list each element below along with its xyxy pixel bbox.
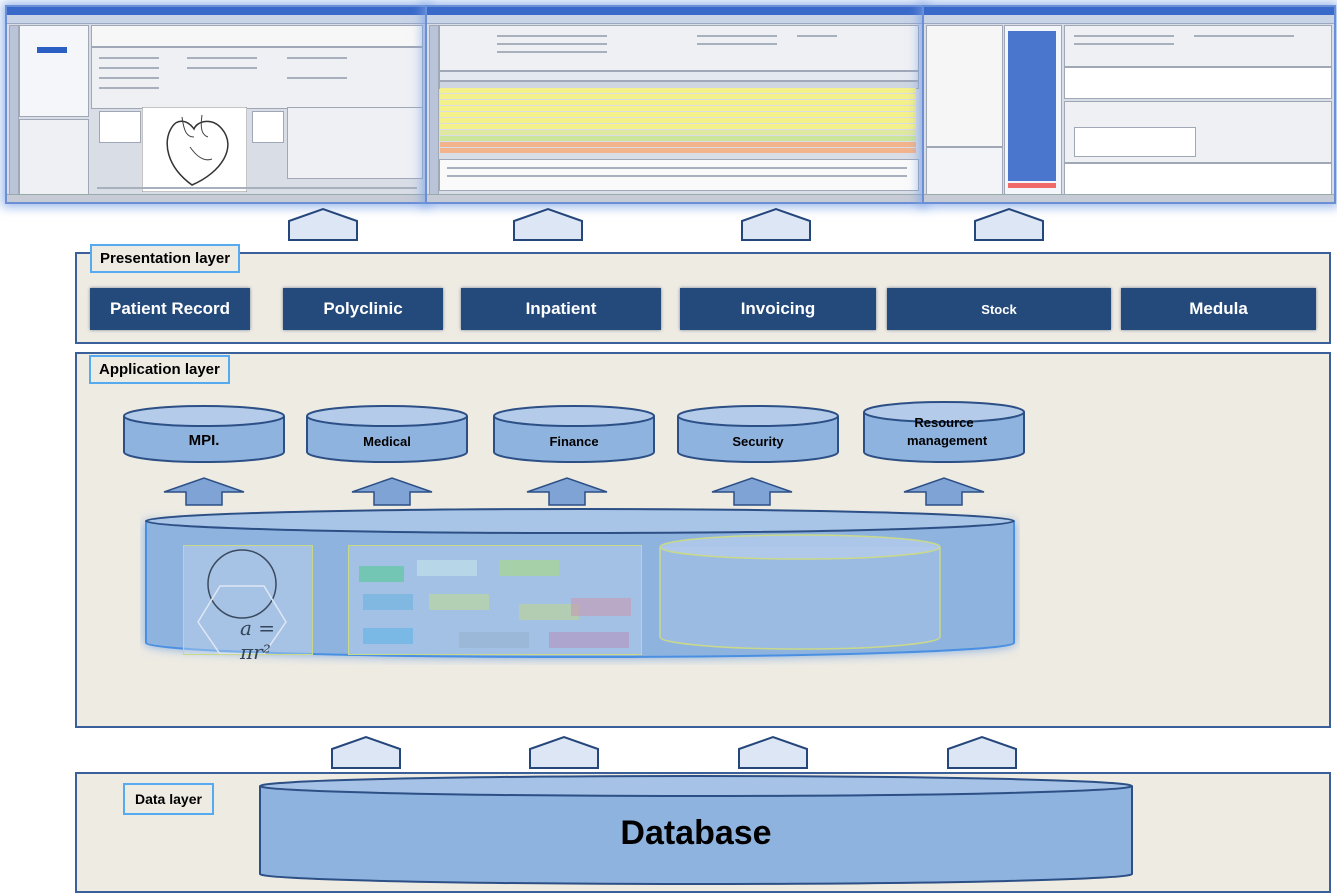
- service-cylinder-medical: Medical: [305, 404, 469, 464]
- screenshot-patient-record: [5, 5, 427, 204]
- inner-cylinder-icon: [659, 534, 941, 650]
- block-arrow-up-icon: [351, 477, 433, 506]
- screenshot-strip: [0, 0, 1337, 205]
- module-medula: Medula: [1121, 288, 1316, 330]
- arrow-up-icon: [331, 735, 401, 769]
- module-stock: Stock: [887, 288, 1111, 330]
- service-label-finance: Finance: [549, 434, 599, 449]
- arrow-up-icon: [974, 207, 1044, 241]
- service-cylinder-finance: Finance: [492, 404, 656, 464]
- heart-sketch-icon: [142, 107, 247, 192]
- block-arrow-up-icon: [526, 477, 608, 506]
- arrow-up-icon: [947, 735, 1017, 769]
- service-label-medical: Medical: [363, 434, 411, 449]
- block-arrow-up-icon: [711, 477, 793, 506]
- module-patient-record: Patient Record: [90, 288, 250, 330]
- module-inpatient: Inpatient: [461, 288, 661, 330]
- arrow-up-icon: [529, 735, 599, 769]
- arrow-up-icon: [288, 207, 358, 241]
- application-core-cylinder: a = πr²: [140, 505, 1020, 665]
- block-arrow-up-icon: [903, 477, 985, 506]
- service-cylinder-mpi: MPI.: [122, 404, 286, 464]
- presentation-layer-label: Presentation layer: [90, 244, 241, 273]
- service-cylinder-resource-management: Resource management: [862, 400, 1026, 464]
- module-polyclinic: Polyclinic: [283, 288, 443, 330]
- application-layer-label: Application layer: [89, 355, 230, 384]
- service-label-mpi: MPI.: [188, 432, 220, 449]
- formula-panel: a = πr²: [183, 545, 313, 664]
- database-cylinder: Database: [258, 774, 1134, 888]
- service-label-resource-management: Resource management: [907, 415, 988, 448]
- flowchart-panel: [348, 545, 642, 655]
- service-label-security: Security: [732, 434, 784, 449]
- screenshot-inpatient-detail: [922, 5, 1336, 204]
- service-cylinder-security: Security: [676, 404, 840, 464]
- arrow-up-icon: [513, 207, 583, 241]
- module-invoicing: Invoicing: [680, 288, 876, 330]
- screenshot-polyclinic-list: [425, 5, 924, 204]
- data-layer-label: Data layer: [123, 783, 214, 815]
- formula-text: a = πr²: [240, 616, 276, 664]
- arrow-up-icon: [738, 735, 808, 769]
- circle-hexagon-icon: [197, 549, 287, 654]
- block-arrow-up-icon: [163, 477, 245, 506]
- arrow-up-icon: [741, 207, 811, 241]
- database-label: Database: [620, 814, 772, 852]
